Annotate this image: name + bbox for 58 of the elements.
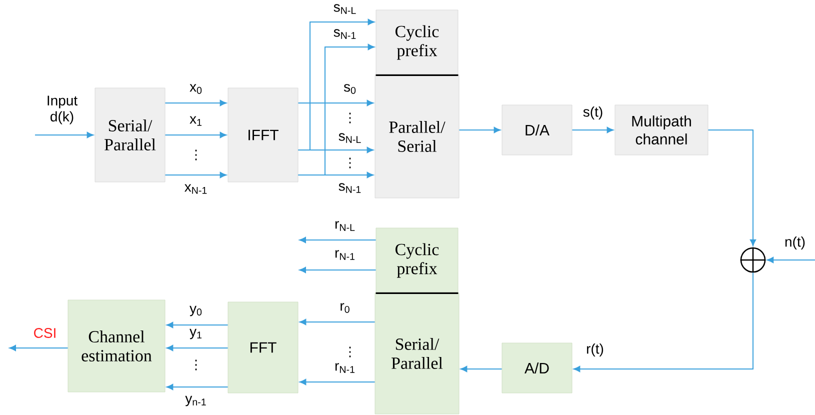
process-box: FFT [228, 302, 298, 394]
estimator-box: Channel estimation [68, 300, 166, 392]
process-box: A/D [502, 342, 572, 394]
signal-label: x$_{0}$ [190, 84, 202, 94]
converter-box: Serial/ Parallel [94, 88, 166, 182]
arrow [300, 378, 376, 386]
arrow [164, 100, 227, 106]
signal-label: y$_{1}$ [190, 328, 202, 340]
ellipsis: ⋮ [349, 112, 351, 124]
arrow [9, 344, 68, 352]
channel-box: Multipath channel [614, 104, 708, 156]
prefix-box: Cyclic prefix [376, 10, 458, 76]
arrow [34, 132, 94, 138]
signal-label: s$_{N-1}$ [338, 183, 361, 193]
signal-label: s$_{N-L}$ [338, 133, 361, 143]
arrow [299, 266, 376, 274]
arrow [299, 236, 376, 244]
arrow [708, 130, 756, 246]
arrow [460, 366, 502, 372]
arrow [766, 256, 815, 264]
arrow [166, 322, 228, 328]
signal-label: r$_{N-1}$ [335, 250, 354, 260]
signal-label: s(t) [583, 106, 602, 120]
signal-label: x$_{1}$ [190, 116, 202, 126]
arrow [166, 384, 228, 390]
ellipsis: ⋮ [195, 150, 197, 160]
arrow [298, 100, 374, 106]
arrow [572, 126, 614, 134]
signal-label: Input d(k) [48, 96, 78, 124]
arrow [300, 318, 376, 326]
signal-label: r$_{N-1}$ [335, 363, 354, 373]
signal-label: x$_{N-1}$ [184, 184, 207, 194]
converter-box: Serial/ Parallel [374, 292, 460, 414]
prefix-box: Cyclic prefix [376, 228, 458, 294]
signal-label: s$_{0}$ [344, 84, 356, 94]
arrow [166, 344, 228, 352]
arrow [164, 172, 227, 178]
signal-label: s$_{N-1}$ [334, 29, 356, 39]
signal-label: s$_{N-L}$ [334, 4, 356, 14]
process-box: D/A [502, 104, 572, 156]
arrow [298, 44, 375, 176]
signal-label: CSI [34, 328, 56, 338]
signal-label: y$_{n-1}$ [185, 396, 206, 406]
arrow [573, 272, 754, 372]
signal-label: r(t) [586, 343, 604, 357]
ellipsis: ⋮ [195, 360, 197, 370]
signal-label: y$_{0}$ [190, 306, 202, 316]
converter-box: Parallel/ Serial [374, 74, 460, 198]
arrow [458, 126, 501, 134]
signal-label: r$_{0}$ [340, 303, 350, 313]
ellipsis: ⋮ [349, 346, 351, 358]
signal-label: r$_{N-L}$ [335, 221, 355, 231]
process-box: IFFT [228, 88, 298, 182]
arrow [298, 18, 375, 150]
signal-label: n(t) [785, 236, 805, 250]
summing-junction [740, 246, 766, 274]
ellipsis: ⋮ [349, 158, 351, 168]
arrow [164, 132, 227, 138]
